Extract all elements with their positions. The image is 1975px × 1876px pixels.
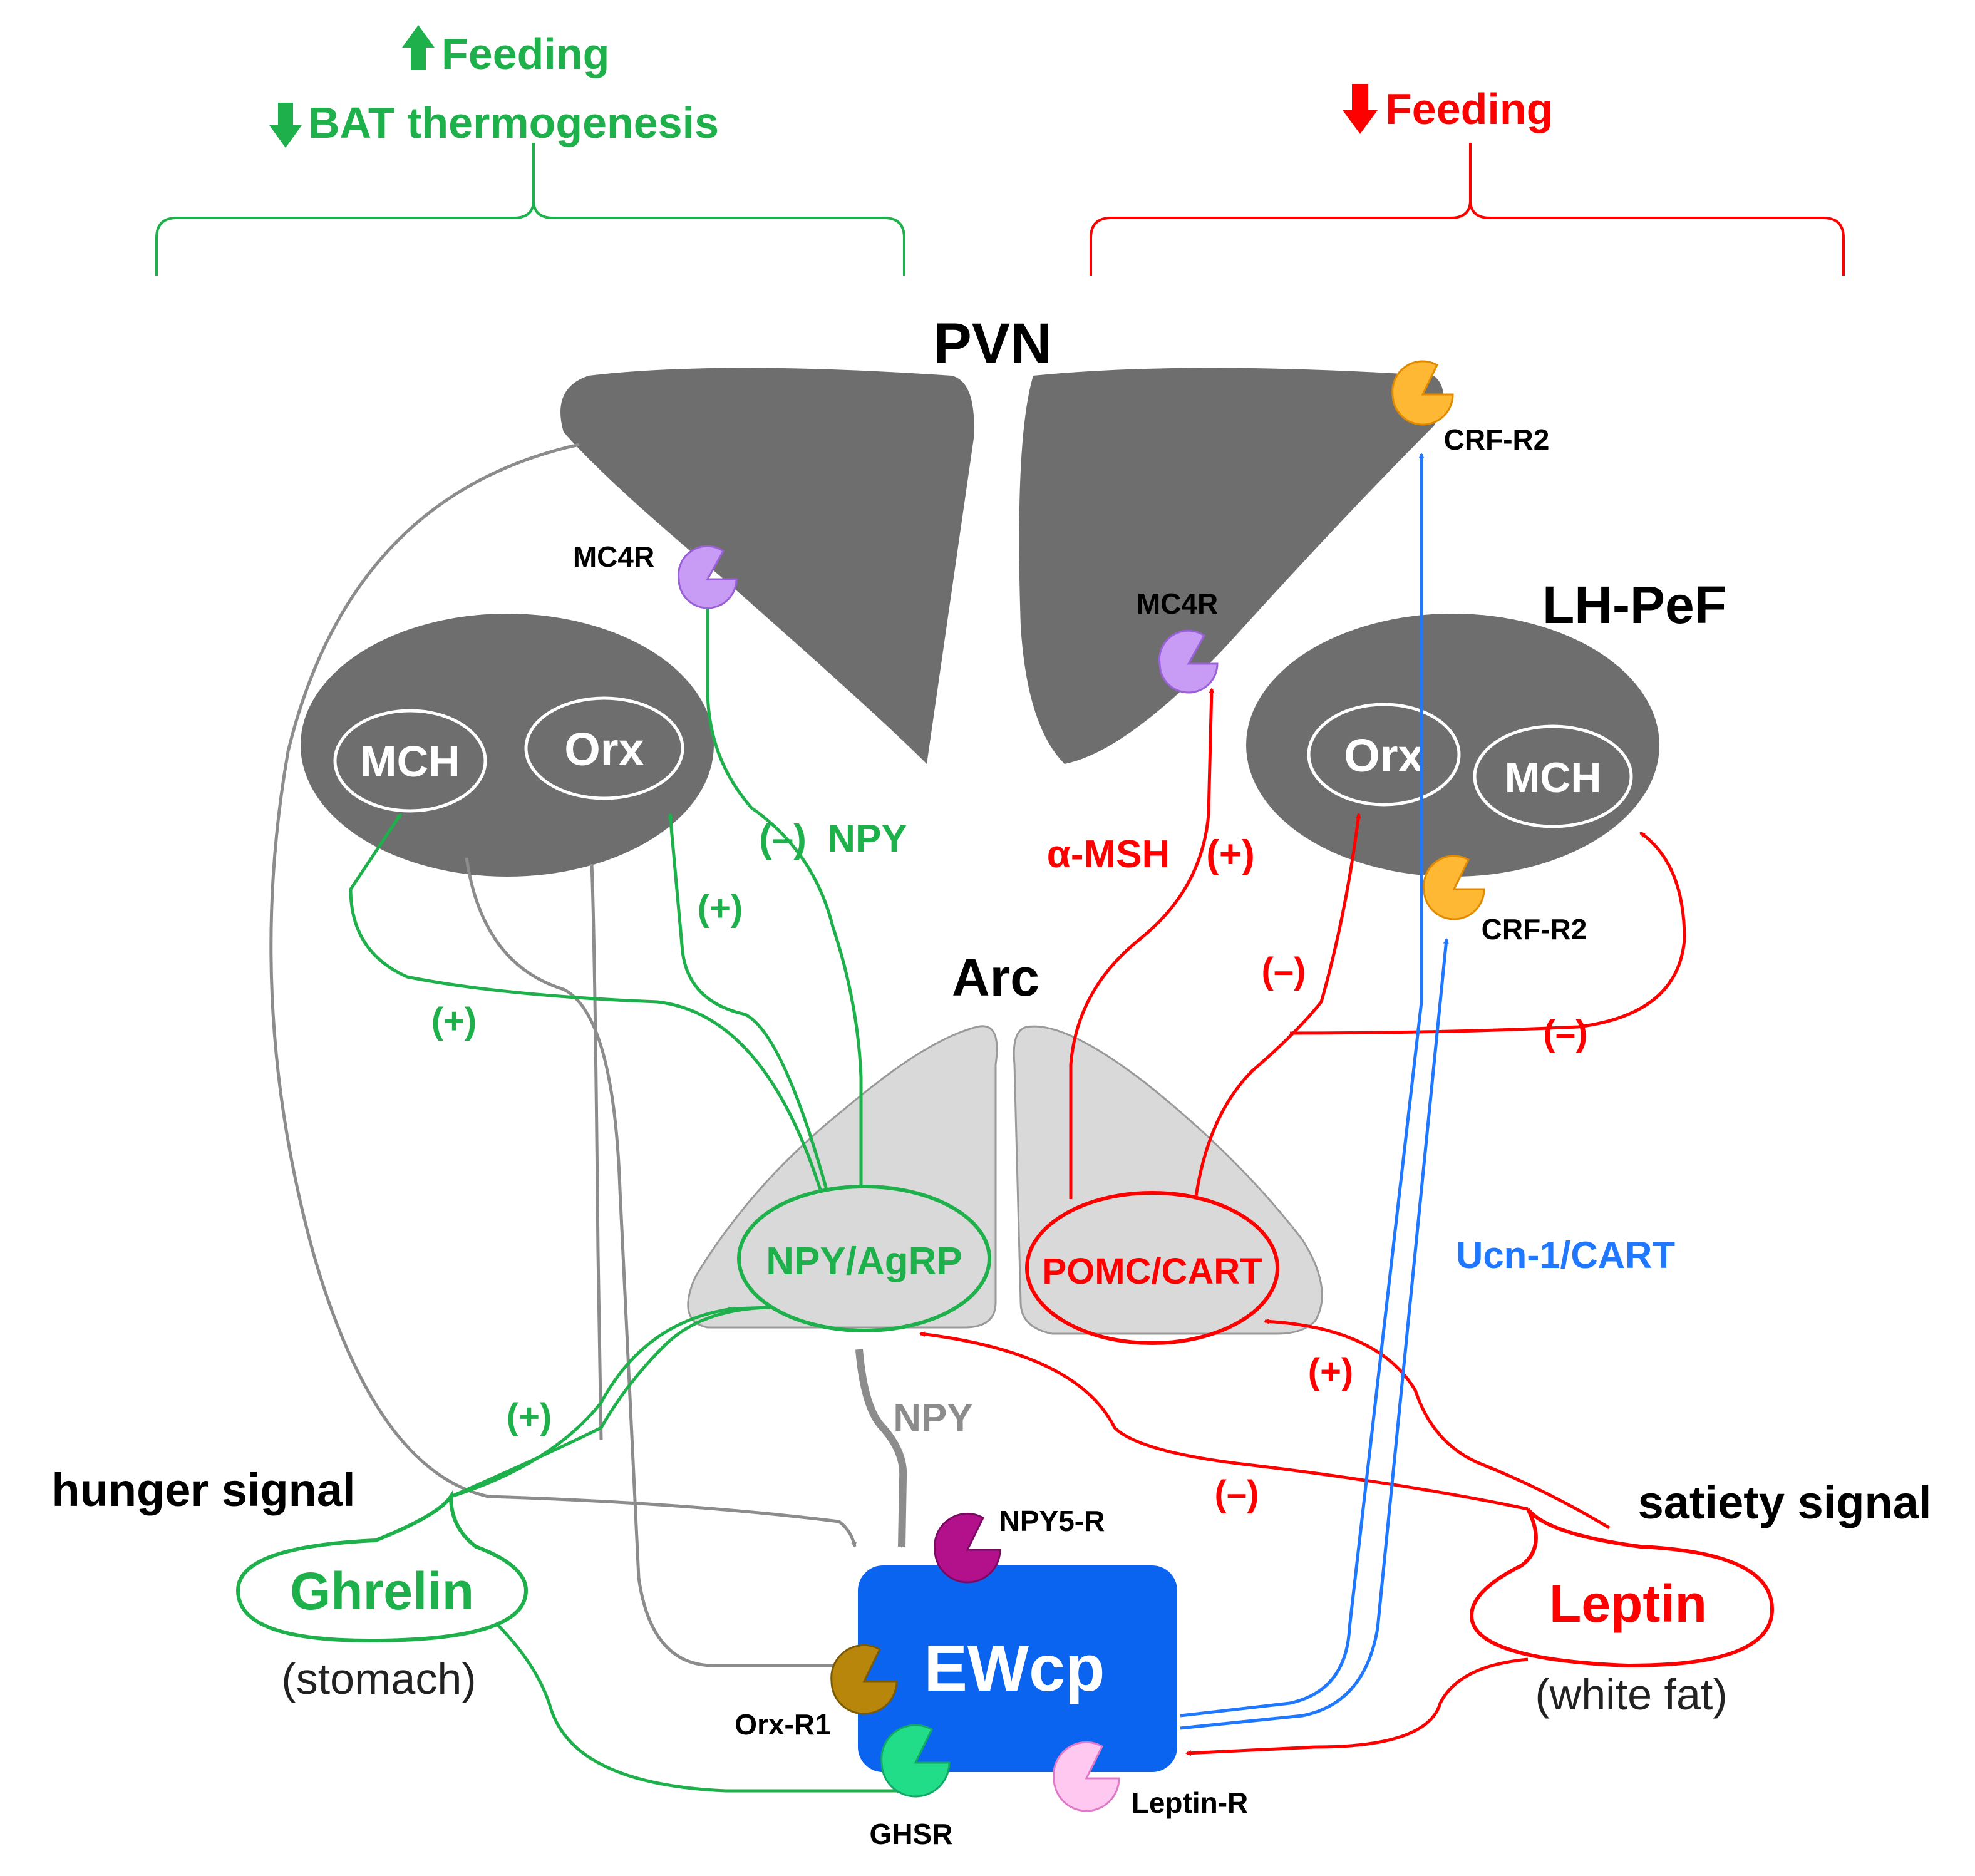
crf-r2-receptor-icon: [1391, 360, 1454, 426]
minus-to-orx-sign: (–): [1262, 951, 1306, 991]
npy-agrp-nucleus: [737, 1185, 991, 1332]
pvn-label: PVN: [933, 312, 1051, 376]
orx-r1-receptor-icon: [830, 1644, 898, 1715]
blue-arrow-ewcp-to-crf-r2-top: [1180, 453, 1425, 1718]
blue-arrow-ewcp-to-crf-r2-lh: [1180, 938, 1449, 1730]
arc-label: Arc: [952, 948, 1039, 1007]
red-arrow-pomc-to-orx: [1194, 813, 1361, 1197]
leptin-minus-sign: (–): [1215, 1473, 1259, 1514]
crf-r2-top-receptor: CRF-R2: [1391, 360, 1550, 456]
leptin-label: Leptin: [1549, 1574, 1707, 1633]
red-arrow-leptin-to-npy: [919, 1331, 1529, 1511]
mc4r-left-label: MC4R: [573, 540, 654, 573]
npy-agrp-label: NPY/AgRP: [766, 1240, 962, 1283]
pomc-cart-label: POMC/CART: [1042, 1251, 1262, 1292]
right-orx-label: Orx: [1344, 729, 1424, 781]
hunger-signal-label: hunger signal: [51, 1464, 355, 1516]
satiety-signal-label: satiety signal: [1638, 1477, 1932, 1528]
feeding-increase-label: Feeding: [441, 29, 609, 78]
lh-pef-label: LH-PeF: [1542, 575, 1726, 634]
ghrelin-source-label: (stomach): [281, 1654, 476, 1703]
left-orx-label: Orx: [564, 723, 644, 775]
npy5-r-label: NPY5-R: [999, 1505, 1105, 1537]
top-left-header: Feeding BAT thermogenesis: [155, 25, 905, 276]
plus-to-orx-sign: (+): [698, 888, 743, 929]
arc-right-lobe: [1013, 1025, 1323, 1335]
right-orx-nucleus: [1307, 703, 1461, 807]
green-arrow-npy-to-mch: [349, 813, 822, 1190]
npy-to-pvn-label: NPY: [827, 817, 907, 860]
leptin-r-receptor-icon: [1053, 1741, 1120, 1812]
red-arrow-leptin-to-pomc: [1264, 1318, 1611, 1530]
mc4r-receptor-icon: [1158, 629, 1219, 694]
arrow-down-icon: [1343, 84, 1378, 134]
ghrelin-label: Ghrelin: [290, 1562, 474, 1621]
mc4r-receptor-icon: [678, 545, 738, 609]
minus-npy-sign: (–): [759, 817, 807, 860]
npy-to-ewcp-label: NPY: [893, 1396, 972, 1440]
pvn-right-lobe: [1019, 368, 1443, 764]
left-mch-label: MCH: [360, 737, 460, 786]
mc4r-right-receptor: MC4R: [1137, 587, 1219, 694]
gray-arrow-mch-to-ewcp: [465, 857, 847, 1669]
leptin-r-receptor: Leptin-R: [1053, 1741, 1249, 1819]
gray-arrow-pvn-to-ewcp: [269, 443, 857, 1548]
feeding-decrease-label: Feeding: [1385, 85, 1553, 133]
ewcp-label: EWcp: [924, 1632, 1105, 1705]
green-arrow-npy-to-pvn-mc4r: [704, 597, 863, 1187]
crf-r2-lh-label: CRF-R2: [1482, 913, 1587, 946]
gray-arrow-npy-to-ewcp: [855, 1349, 907, 1548]
gray-arrow-orx-to-ewcp: [590, 863, 603, 1441]
red-arrow-pomc-to-mch: [1289, 831, 1686, 1035]
ghsr-receptor: GHSR: [870, 1724, 953, 1850]
arrow-down-icon: [269, 103, 302, 148]
lh-pef-nucleus: [1246, 614, 1659, 877]
mc4r-left-receptor: MC4R: [573, 540, 738, 609]
top-right-header: Feeding: [1090, 84, 1845, 276]
green-arrow-ghrelin-to-ghsr: [493, 1621, 903, 1794]
leptin-plus-sign: (+): [1308, 1351, 1354, 1392]
mc4r-right-label: MC4R: [1137, 587, 1218, 620]
ghrelin-callout: [235, 1490, 529, 1643]
leptin-callout: [1469, 1508, 1775, 1668]
ghsr-label: GHSR: [870, 1818, 953, 1850]
arrow-up-icon: [402, 25, 435, 70]
arc-left-lobe: [687, 1025, 998, 1329]
left-mch-nucleus: [333, 709, 487, 813]
crf-r2-top-label: CRF-R2: [1444, 423, 1550, 456]
crf-r2-lh-receptor: CRF-R2: [1423, 855, 1587, 946]
leptin-r-label: Leptin-R: [1132, 1786, 1249, 1819]
alpha-msh-label: α-MSH: [1047, 833, 1170, 876]
orx-r1-label: Orx-R1: [735, 1708, 830, 1741]
right-mch-nucleus: [1473, 724, 1633, 828]
npy5-r-receptor-icon: [934, 1512, 1001, 1584]
pvn-left-lobe: [560, 368, 974, 764]
red-arrow-leptin-to-leptin-r: [1185, 1657, 1529, 1756]
ghrelin-plus-sign: (+): [507, 1396, 552, 1437]
green-bracket: [155, 143, 905, 276]
orx-r1-receptor: Orx-R1: [735, 1644, 898, 1741]
crf-r2-receptor-icon: [1423, 855, 1485, 920]
green-arrow-ghrelin-to-arc: [450, 1306, 734, 1498]
plus-to-mch-sign: (+): [431, 1001, 477, 1041]
alpha-msh-sign: (+): [1206, 833, 1255, 876]
ucn-cart-label: Ucn-1/CART: [1456, 1234, 1675, 1276]
pomc-cart-nucleus: [1025, 1191, 1279, 1345]
green-arrow-npy-to-orx: [668, 813, 828, 1190]
red-arrow-pomc-to-pvn-mc4r: [1069, 688, 1215, 1199]
ewcp-box: [858, 1565, 1177, 1772]
minus-to-mch-sign: (–): [1544, 1013, 1588, 1054]
left-orx-nucleus: [524, 696, 684, 800]
npy5-r-receptor: NPY5-R: [934, 1505, 1105, 1584]
right-mch-label: MCH: [1505, 754, 1602, 801]
leptin-source-label: (white fat): [1535, 1670, 1727, 1719]
bat-thermogenesis-label: BAT thermogenesis: [308, 98, 719, 147]
green-arrow-ghrelin-to-npy: [450, 1306, 771, 1498]
red-bracket: [1090, 143, 1845, 276]
ghsr-receptor-icon: [880, 1724, 951, 1798]
